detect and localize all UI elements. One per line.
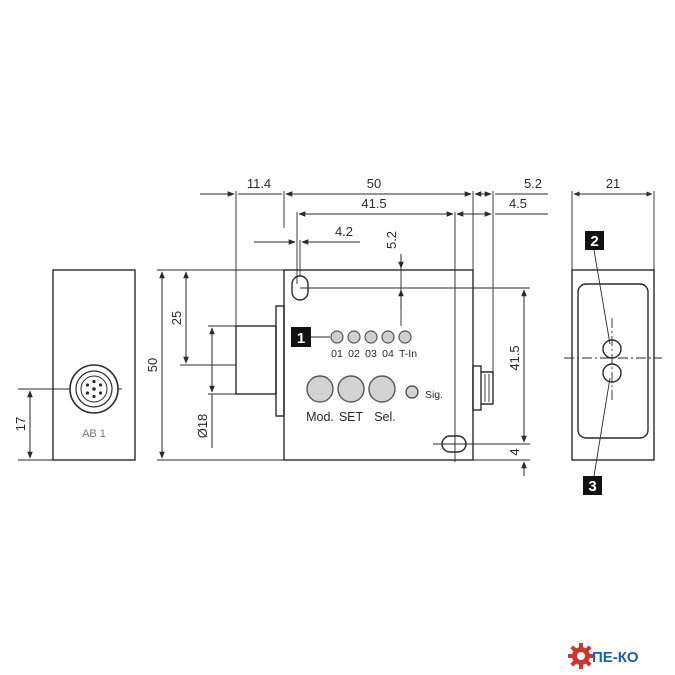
button-row: [306, 375, 419, 403]
dim-connector-height: [18, 388, 70, 461]
select-button: [368, 375, 396, 403]
end-view-body: [571, 269, 655, 461]
dim-top-chain: [200, 191, 548, 245]
dim-bottom-offset-label: 4: [507, 448, 522, 455]
brand-logo: ПЕ-КО: [568, 643, 639, 669]
housing-body: [283, 269, 474, 461]
m12-connector: [66, 364, 122, 414]
select-button-label: Sel.: [374, 410, 396, 424]
mode-button: [306, 375, 334, 403]
dim-hole-span-label: 41.5: [361, 196, 386, 211]
dim-diameter-label: Ø18: [195, 414, 210, 439]
gear-icon: [568, 643, 594, 669]
set-button-label: SET: [339, 410, 364, 424]
led-t-in: [398, 330, 412, 344]
callout-3-label: 3: [588, 478, 596, 495]
dim-depth-label: 21: [606, 176, 620, 191]
led-label-04: 04: [382, 348, 394, 360]
led-row: [330, 330, 412, 344]
front-view-extension-lines: [157, 191, 530, 462]
dim-left-verticals: [159, 271, 215, 459]
led-label-t-in: T-In: [399, 348, 417, 360]
dim-connector-height-label: 17: [13, 417, 28, 431]
side-view-body: [52, 269, 136, 461]
dim-hole-span-vertical-label: 41.5: [507, 345, 522, 370]
led-04: [381, 330, 395, 344]
dim-height-label: 50: [145, 358, 160, 372]
callout-1-label: 1: [297, 330, 305, 347]
dim-hole-offset-x-label: 4.2: [335, 224, 353, 239]
end-view-lines: [564, 191, 662, 477]
plug-flange: [275, 305, 285, 417]
callout-2-label: 2: [590, 233, 598, 250]
led-labels: 01 02 03 04 T-In: [331, 348, 417, 360]
led-01: [330, 330, 344, 344]
dim-upper-offset-label: 25: [169, 311, 184, 325]
right-connector: [472, 365, 494, 411]
callout-2: 2: [585, 231, 604, 250]
dim-right-small-label: 4.5: [509, 196, 527, 211]
led-label-02: 02: [348, 348, 360, 360]
end-view-recess: [577, 283, 649, 439]
front-view: [235, 269, 494, 461]
signal-label: Sig.: [425, 389, 443, 401]
signal-led: [405, 385, 419, 399]
plug-body: [235, 325, 277, 395]
dim-right-ext-label: 5.2: [524, 176, 542, 191]
connector-label: AB 1: [82, 428, 106, 440]
led-label-01: 01: [331, 348, 343, 360]
led-03: [364, 330, 378, 344]
end-view-right: [571, 269, 655, 461]
callout-3: 3: [583, 476, 602, 495]
dim-left-ext-label: 11.4: [247, 176, 271, 191]
dim-width-label: 50: [367, 176, 381, 191]
mode-button-label: Mod.: [306, 410, 334, 424]
set-button: [337, 375, 365, 403]
callout-1: 1: [291, 327, 330, 347]
dim-hole-offset-y-label: 5.2: [384, 231, 399, 249]
led-02: [347, 330, 361, 344]
brand-name: ПЕ-КО: [592, 649, 639, 666]
led-label-03: 03: [365, 348, 377, 360]
